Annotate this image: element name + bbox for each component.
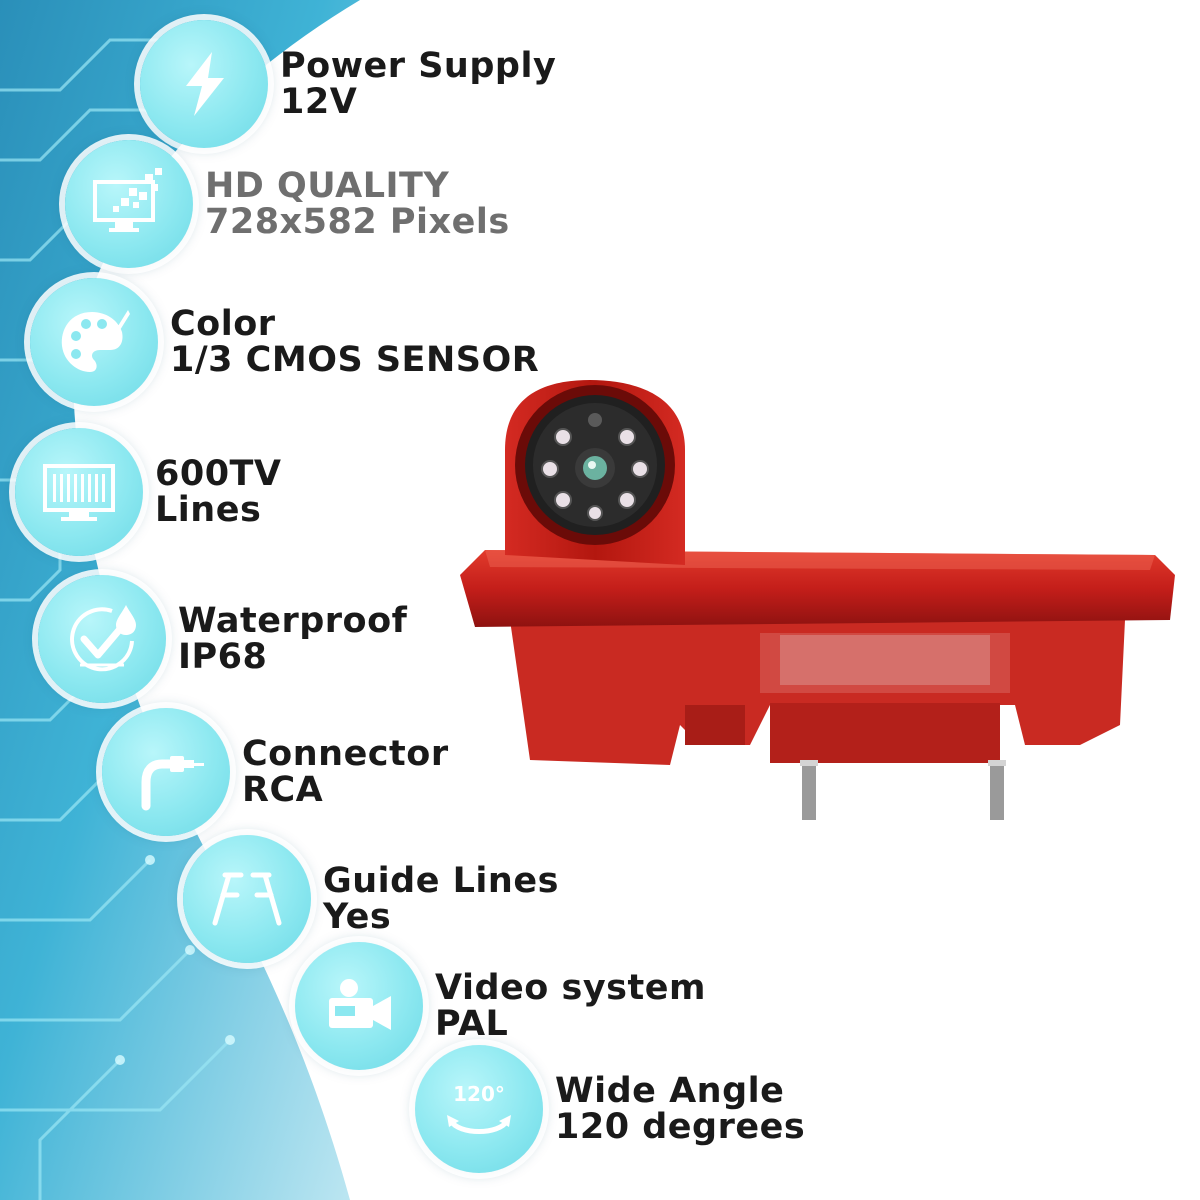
feature-value: 120 degrees [555, 1107, 806, 1147]
feature-title: Waterproof [178, 601, 408, 641]
video-camera-icon [329, 979, 391, 1030]
feature-value: 12V [280, 82, 358, 122]
feature-title: Video system [435, 968, 706, 1008]
feature-title: HD QUALITY [205, 166, 450, 206]
angle-badge: 120° [453, 1082, 505, 1106]
feature-title: Power Supply [280, 46, 557, 86]
feature-value: Lines [155, 490, 262, 530]
feature-title: Wide Angle [555, 1071, 785, 1111]
feature-title: Connector [242, 734, 449, 774]
lightning-icon [186, 52, 224, 116]
feature-title: Guide Lines [323, 861, 559, 901]
feature-title: Color [170, 304, 276, 344]
palette-icon [61, 310, 130, 372]
feature-value: RCA [242, 770, 324, 810]
feature-value: 728x582 Pixels [205, 202, 510, 242]
tv-lines-icon [43, 464, 115, 521]
feature-value: PAL [435, 1004, 509, 1044]
brake-light-camera-image [460, 380, 1175, 820]
feature-value: 1/3 CMOS SENSOR [170, 340, 540, 380]
guide-lines-icon [212, 872, 282, 926]
wide-angle-icon: 120° [447, 1082, 511, 1134]
monitor-pixels-icon [93, 168, 162, 232]
waterproof-icon [70, 605, 136, 672]
feature-title: 600TV [155, 454, 282, 494]
rca-connector-icon [141, 756, 204, 811]
feature-value: IP68 [178, 637, 268, 677]
feature-value: Yes [323, 897, 392, 937]
